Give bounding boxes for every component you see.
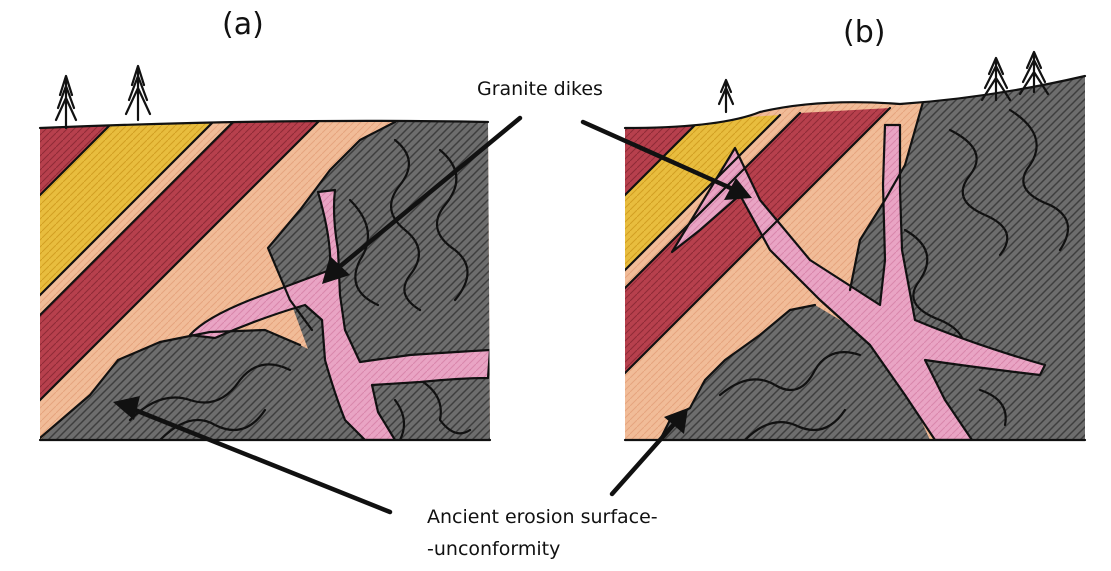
panel-b-cross-section: [620, 52, 1090, 450]
panel-b-label: (b): [843, 15, 885, 50]
tree-icon: [1020, 52, 1048, 94]
tree-icon: [126, 66, 150, 120]
tree-icon: [982, 58, 1010, 100]
tree-icon: [56, 76, 76, 128]
granite-dikes-label: Granite dikes: [477, 78, 603, 100]
erosion-surface-label-line1: Ancient erosion surface-: [427, 506, 658, 528]
erosion-surface-label-line2: -unconformity: [427, 538, 560, 560]
tree-icon: [719, 80, 733, 112]
panel-a-label: (a): [222, 7, 264, 42]
panel-a-cross-section: [30, 66, 500, 450]
